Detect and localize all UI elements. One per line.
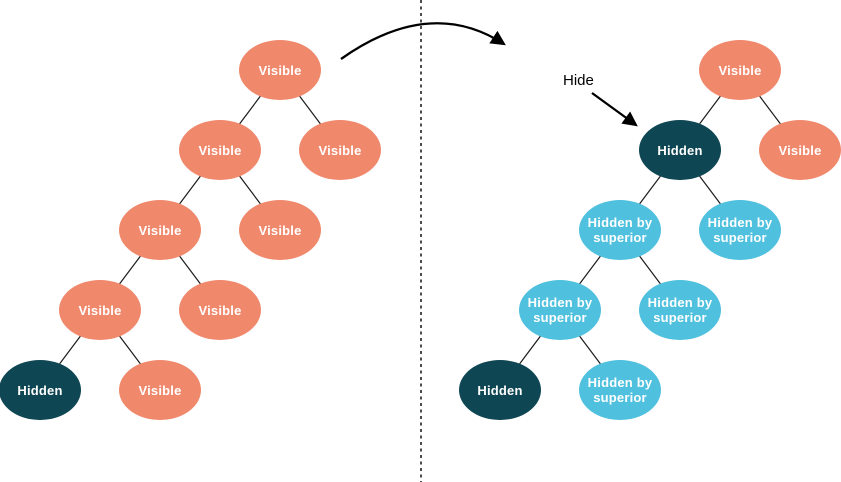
- tree-edge: [499, 309, 561, 391]
- tree-edge: [619, 149, 681, 231]
- tree-edge: [619, 229, 681, 311]
- tree-edge: [559, 229, 621, 311]
- hide-label: Hide: [563, 72, 594, 89]
- hide-arrow: [591, 92, 638, 127]
- tree-edge: [219, 149, 281, 231]
- tree-edge: [679, 69, 741, 151]
- transform-arrow: [340, 22, 506, 60]
- tree-edge: [219, 69, 281, 151]
- tree-edge: [99, 229, 161, 311]
- tree-edge: [679, 149, 741, 231]
- tree-edge: [159, 229, 221, 311]
- tree-edge: [739, 69, 801, 151]
- tree-edge: [159, 149, 221, 231]
- before-tree-edges: [39, 69, 341, 391]
- tree-edge: [39, 309, 101, 391]
- tree-edge: [559, 309, 621, 391]
- after-tree-edges: [499, 69, 801, 391]
- tree-edge: [99, 309, 161, 391]
- tree-edge: [279, 69, 341, 151]
